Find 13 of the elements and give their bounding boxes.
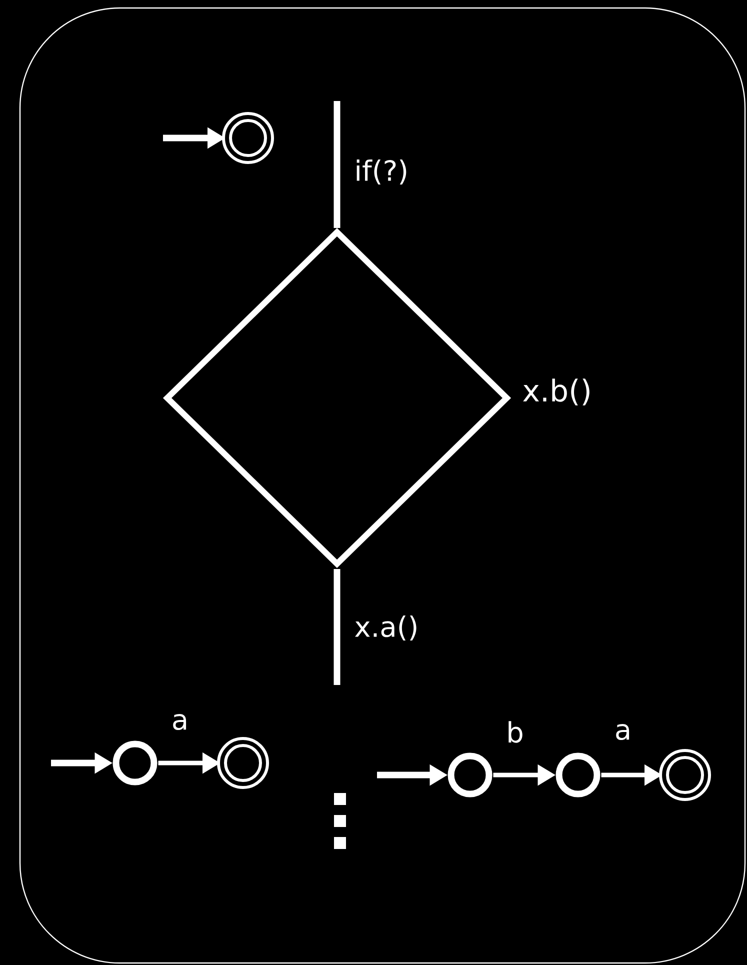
line (334, 569, 340, 685)
accepting-state-circle (659, 749, 711, 801)
edge-label: x.a() (355, 616, 416, 640)
state-circle (448, 752, 492, 798)
edge-label: b (508, 721, 522, 743)
edge-label: if(?) (356, 160, 406, 184)
edge-label: a (616, 724, 630, 740)
state-circle (556, 752, 600, 798)
line (334, 101, 340, 228)
edge-label: a (173, 714, 186, 730)
state-circle (112, 740, 158, 786)
accepting-state-circle (217, 737, 269, 789)
accepting-state-circle (222, 112, 274, 164)
